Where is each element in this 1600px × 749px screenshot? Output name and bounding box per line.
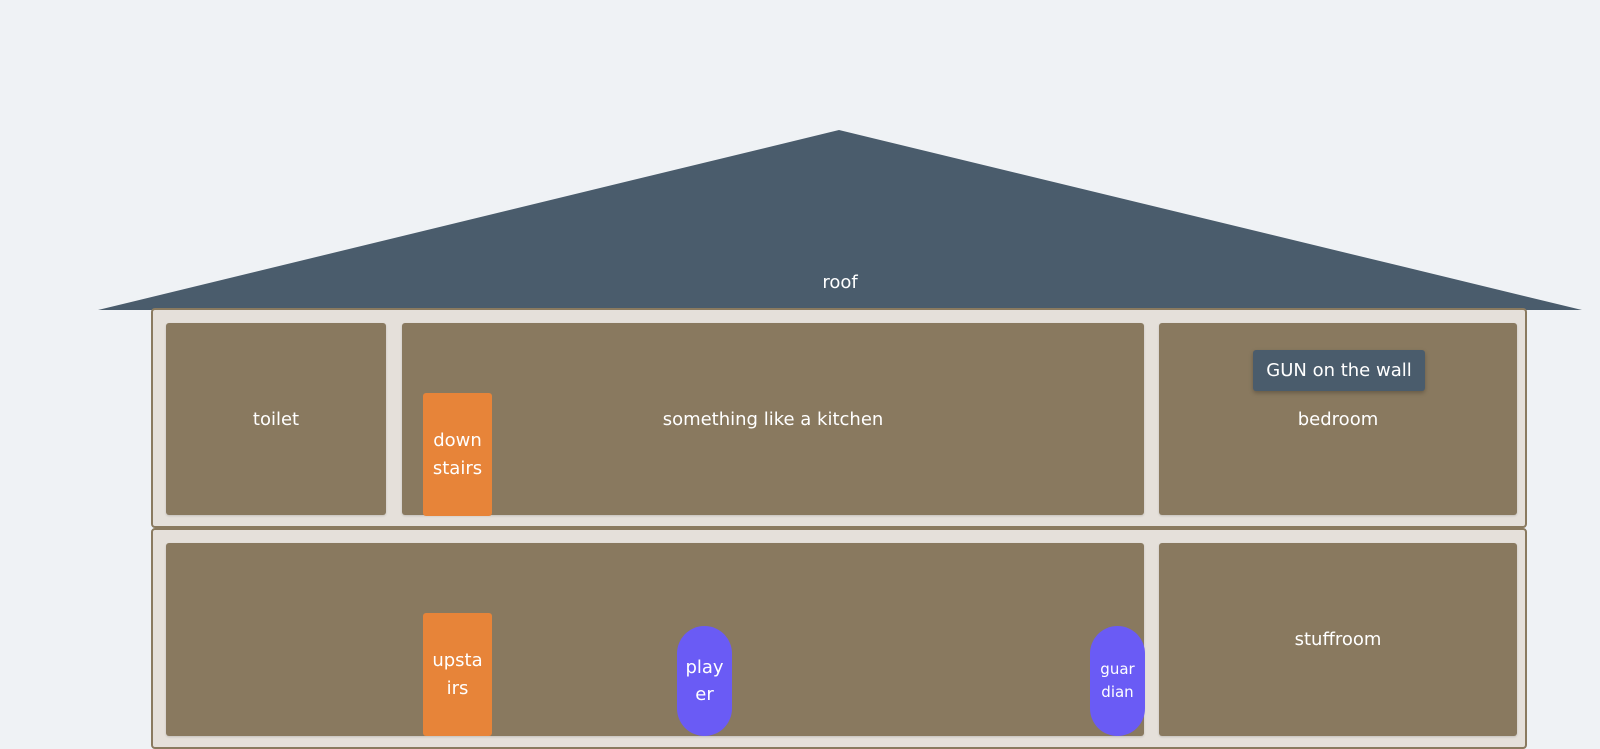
gun-item[interactable]: GUN on the wall [1253, 350, 1425, 391]
room-stuffroom-label: stuffroom [1294, 629, 1382, 650]
upstairs-button[interactable]: upstairs [423, 613, 492, 736]
roof: roof [98, 130, 1582, 310]
room-kitchen-label: something like a kitchen [662, 408, 884, 430]
roof-shape [98, 130, 1582, 310]
room-toilet-label: toilet [252, 408, 300, 430]
guardian-character[interactable]: guardian [1090, 626, 1145, 736]
room-toilet[interactable]: toilet [166, 323, 386, 515]
room-bedroom-label: bedroom [1297, 408, 1379, 430]
downstairs-button[interactable]: downstairs [423, 393, 492, 516]
room-hall[interactable] [166, 543, 1144, 736]
room-kitchen[interactable]: something like a kitchen [402, 323, 1144, 515]
roof-label: roof [822, 272, 858, 293]
floor-bottom: stuffroom upstairs player guardian [151, 528, 1527, 749]
player-character[interactable]: player [677, 626, 732, 736]
room-stuffroom[interactable]: stuffroom [1159, 543, 1517, 736]
floor-top: toilet something like a kitchen bedroom … [151, 308, 1527, 528]
